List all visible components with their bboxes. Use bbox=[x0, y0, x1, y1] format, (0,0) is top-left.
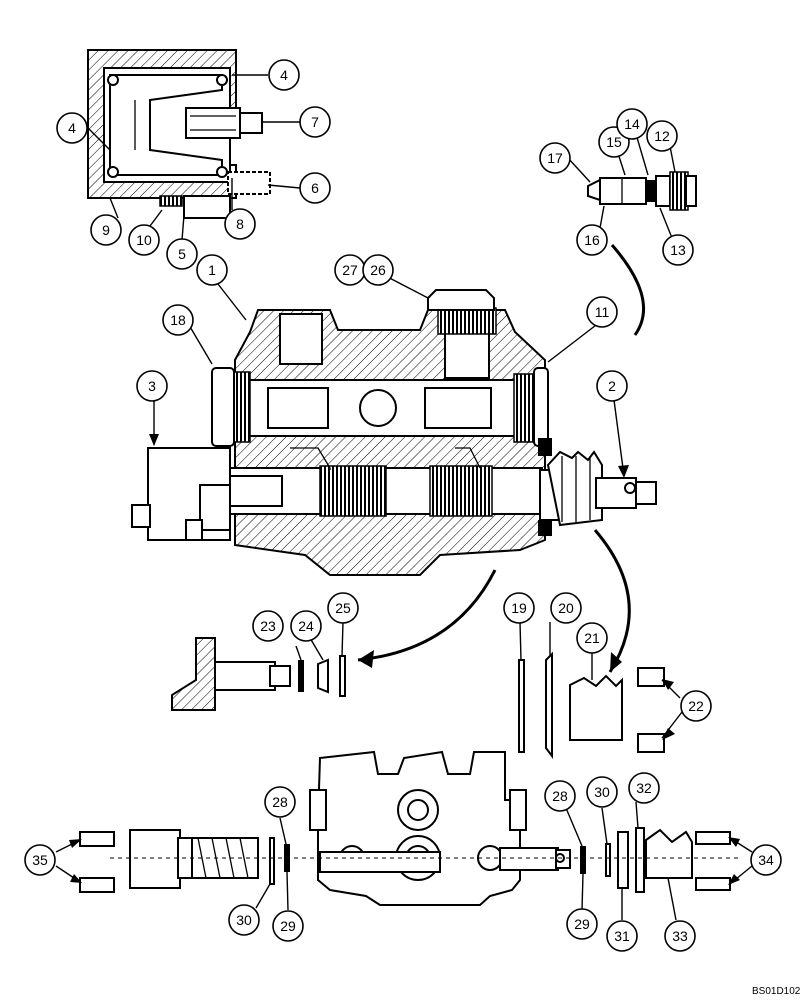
callout-30-left: 30 bbox=[228, 904, 260, 936]
callout-17: 17 bbox=[539, 142, 571, 174]
svg-text:9: 9 bbox=[102, 222, 110, 238]
flow-arrow bbox=[593, 529, 631, 673]
callout-1: 1 bbox=[196, 254, 228, 286]
svg-text:19: 19 bbox=[511, 600, 527, 616]
callout-11: 11 bbox=[586, 296, 618, 328]
svg-text:4: 4 bbox=[280, 67, 288, 83]
callout-35: 35 bbox=[24, 844, 56, 876]
callout-25: 25 bbox=[327, 592, 359, 624]
callout-6: 6 bbox=[299, 172, 331, 204]
valve-end-view bbox=[79, 750, 740, 906]
callout-19: 19 bbox=[503, 592, 535, 624]
svg-text:15: 15 bbox=[606, 134, 622, 150]
svg-text:25: 25 bbox=[335, 600, 351, 616]
callout-2: 2 bbox=[596, 370, 628, 402]
callout-27: 27 bbox=[334, 254, 366, 286]
svg-text:26: 26 bbox=[370, 262, 386, 278]
svg-text:13: 13 bbox=[670, 242, 686, 258]
seal-detail-left bbox=[171, 637, 346, 711]
svg-text:8: 8 bbox=[236, 216, 244, 232]
callout-26: 26 bbox=[362, 254, 394, 286]
svg-text:5: 5 bbox=[178, 246, 186, 262]
svg-text:29: 29 bbox=[574, 916, 590, 932]
arrow-head bbox=[610, 652, 622, 672]
callout-12: 12 bbox=[646, 120, 678, 152]
flow-arrow bbox=[610, 244, 646, 336]
callout-33: 33 bbox=[664, 920, 696, 952]
svg-text:11: 11 bbox=[595, 304, 610, 320]
callout-31: 31 bbox=[606, 920, 638, 952]
callout-8: 8 bbox=[224, 208, 256, 240]
callout-23: 23 bbox=[252, 610, 284, 642]
svg-text:24: 24 bbox=[298, 618, 314, 634]
callout-10: 10 bbox=[128, 224, 160, 256]
callout-7: 7 bbox=[299, 106, 331, 138]
svg-text:1: 1 bbox=[208, 262, 216, 278]
callout-32: 32 bbox=[628, 772, 660, 804]
callout-28-left: 28 bbox=[264, 786, 296, 818]
callout-13: 13 bbox=[662, 234, 694, 266]
callout-28-right: 28 bbox=[544, 780, 576, 812]
svg-text:16: 16 bbox=[584, 232, 600, 248]
svg-text:23: 23 bbox=[260, 618, 276, 634]
svg-text:34: 34 bbox=[758, 852, 774, 868]
callout-4-top: 4 bbox=[268, 59, 300, 91]
svg-text:21: 21 bbox=[584, 630, 600, 646]
callout-3: 3 bbox=[136, 370, 168, 402]
callout-9: 9 bbox=[90, 214, 122, 246]
svg-text:30: 30 bbox=[236, 912, 252, 928]
svg-text:29: 29 bbox=[280, 918, 296, 934]
cap-assembly bbox=[87, 49, 271, 219]
callout-24: 24 bbox=[290, 610, 322, 642]
callout-21: 21 bbox=[576, 622, 608, 654]
callout-20: 20 bbox=[550, 592, 582, 624]
valve-body-section bbox=[131, 289, 657, 576]
svg-text:12: 12 bbox=[654, 128, 670, 144]
relief-valve-assembly bbox=[587, 171, 697, 211]
arrow-head bbox=[358, 650, 374, 668]
svg-text:28: 28 bbox=[272, 794, 288, 810]
svg-text:10: 10 bbox=[136, 232, 152, 248]
callout-14: 14 bbox=[616, 108, 648, 140]
svg-text:3: 3 bbox=[148, 378, 156, 394]
callout-34: 34 bbox=[750, 844, 782, 876]
svg-text:2: 2 bbox=[608, 378, 616, 394]
figure-code: BS01D102 bbox=[752, 986, 801, 997]
svg-text:30: 30 bbox=[594, 784, 610, 800]
callout-18: 18 bbox=[162, 304, 194, 336]
svg-text:22: 22 bbox=[688, 698, 704, 714]
callout-22: 22 bbox=[680, 690, 712, 722]
callout-29-right: 29 bbox=[566, 908, 598, 940]
callout-30-right: 30 bbox=[586, 776, 618, 808]
svg-text:28: 28 bbox=[552, 788, 568, 804]
svg-text:33: 33 bbox=[672, 928, 688, 944]
svg-text:4: 4 bbox=[68, 120, 76, 136]
callout-29-left: 29 bbox=[272, 910, 304, 942]
svg-text:32: 32 bbox=[636, 780, 652, 796]
svg-text:6: 6 bbox=[311, 180, 319, 196]
callout-5: 5 bbox=[166, 238, 198, 270]
svg-text:20: 20 bbox=[558, 600, 574, 616]
svg-text:7: 7 bbox=[311, 114, 319, 130]
svg-text:27: 27 bbox=[342, 262, 358, 278]
callout-16: 16 bbox=[576, 224, 608, 256]
callout-4-left: 4 bbox=[56, 112, 88, 144]
svg-text:35: 35 bbox=[32, 852, 48, 868]
seal-detail-right bbox=[518, 651, 665, 759]
flow-arrow bbox=[357, 569, 497, 662]
svg-text:17: 17 bbox=[547, 150, 563, 166]
svg-text:18: 18 bbox=[170, 312, 186, 328]
svg-text:14: 14 bbox=[624, 116, 640, 132]
svg-text:31: 31 bbox=[614, 928, 630, 944]
